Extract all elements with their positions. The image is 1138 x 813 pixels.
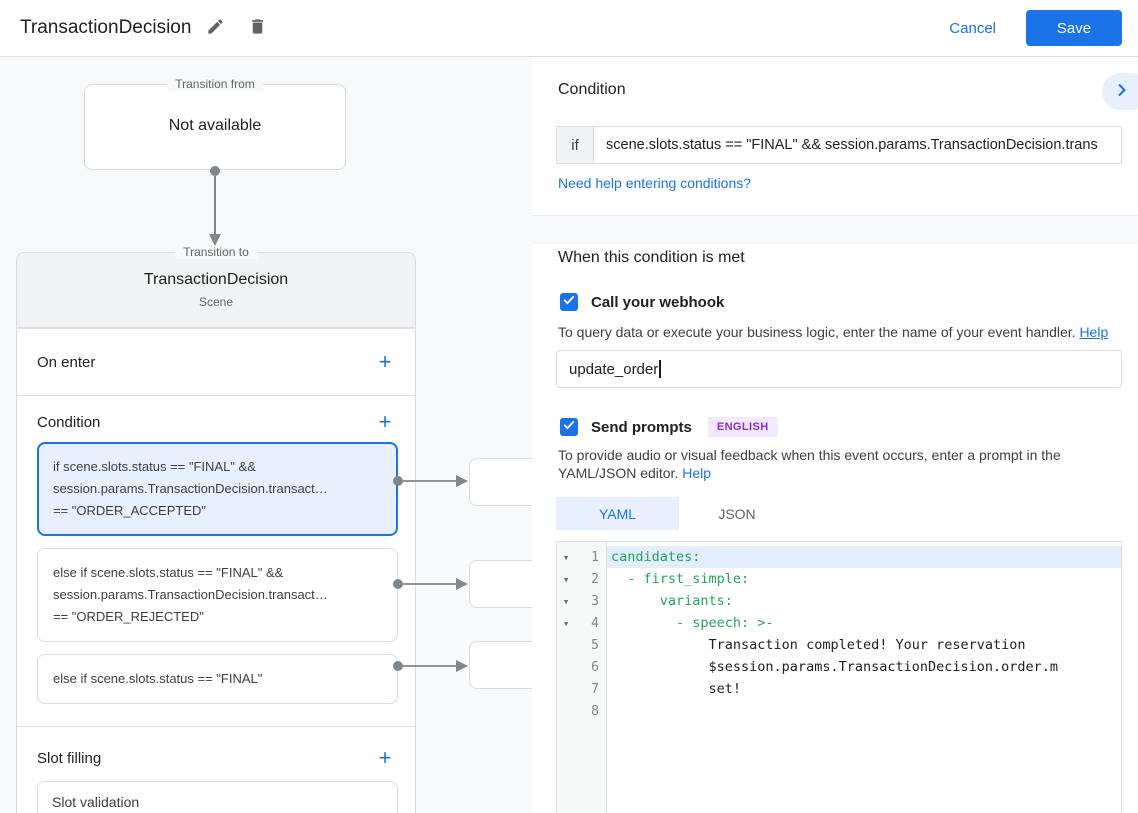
send-prompts-label: Send prompts	[591, 418, 692, 436]
condition-item-order-rejected[interactable]: else if scene.slots.status == "FINAL" &&…	[37, 548, 398, 642]
slot-filling-title: Slot filling	[37, 749, 102, 767]
scene-name: TransactionDecision	[143, 271, 289, 288]
condition-section: Condition + if scene.slots.status == "FI…	[17, 395, 415, 704]
top-bar: TransactionDecision Cancel Save	[0, 0, 1138, 57]
condition-section-title: Condition	[37, 413, 101, 431]
delete-scene-button[interactable]	[239, 10, 275, 46]
edit-scene-button[interactable]	[197, 10, 233, 46]
add-on-enter-button[interactable]: +	[369, 346, 401, 378]
call-webhook-label: Call your webhook	[591, 293, 725, 311]
editor-gutter: ▾ 1 ▾ 2 ▾ 3 ▾ 4 5 6 7 8	[557, 542, 607, 813]
fold-toggle-icon[interactable]: ▾	[562, 572, 570, 586]
conditions-help-link[interactable]: Need help entering conditions?	[558, 175, 752, 191]
code-line: Transaction completed! Your reservation	[611, 637, 1026, 653]
condition-item-final[interactable]: else if scene.slots.status == "FINAL"	[37, 654, 398, 704]
line-number: 4	[591, 615, 599, 631]
webhook-helper-text: To query data or execute your business l…	[558, 323, 1124, 341]
code-line: variants:	[611, 593, 733, 609]
add-condition-button[interactable]: +	[369, 406, 401, 438]
condition-editor-panel: Condition if scene.slots.status == "FINA…	[532, 57, 1138, 813]
line-number: 6	[591, 659, 599, 675]
scene-diagram-panel: Transition from Not available Transition…	[0, 57, 532, 813]
scene-card: Transition to TransactionDecision Scene …	[16, 245, 416, 813]
line-number: 3	[591, 593, 599, 609]
line-number: 1	[591, 549, 599, 565]
webhook-help-link[interactable]: Help	[1079, 324, 1109, 340]
send-prompts-checkbox[interactable]	[560, 418, 578, 436]
prompts-helper-text: To provide audio or visual feedback when…	[558, 446, 1114, 482]
condition-item-order-accepted[interactable]: if scene.slots.status == "FINAL" && sess…	[37, 442, 398, 536]
prompts-help-link[interactable]: Help	[682, 465, 712, 481]
code-line: - speech: >-	[611, 615, 774, 631]
pencil-icon	[206, 17, 225, 39]
call-webhook-checkbox[interactable]	[560, 293, 578, 311]
save-button[interactable]: Save	[1026, 10, 1122, 46]
line-number: 7	[591, 681, 599, 697]
fold-toggle-icon[interactable]: ▾	[562, 594, 570, 608]
page-title: TransactionDecision	[20, 17, 192, 38]
scene-type: Scene	[198, 295, 234, 309]
code-line	[607, 700, 1121, 722]
webhook-handler-input[interactable]: update_order	[556, 350, 1122, 388]
panel-title: Condition	[558, 81, 626, 98]
code-line: set!	[611, 681, 742, 697]
slot-validation-item[interactable]: Slot validation	[37, 781, 398, 813]
on-enter-section: On enter +	[17, 328, 415, 395]
condition-expression-field: if scene.slots.status == "FINAL" && sess…	[556, 126, 1122, 164]
webhook-helper-body: To query data or execute your business l…	[558, 324, 1080, 340]
when-condition-met-title: When this condition is met	[558, 249, 745, 266]
transition-target-node-2[interactable]	[469, 560, 532, 608]
collapse-panel-button[interactable]	[1102, 73, 1138, 110]
fold-toggle-icon[interactable]: ▾	[562, 616, 570, 630]
code-line: $session.params.TransactionDecision.orde…	[611, 659, 1059, 675]
transition-from-value: Not available	[168, 117, 262, 134]
tab-json[interactable]: JSON	[679, 497, 795, 530]
prompts-helper-body: To provide audio or visual feedback when…	[558, 447, 1061, 481]
trash-icon	[248, 17, 267, 39]
cancel-button[interactable]: Cancel	[949, 19, 996, 37]
scene-card-header: TransactionDecision Scene	[17, 253, 415, 328]
on-enter-title: On enter	[37, 353, 96, 371]
language-badge: ENGLISH	[707, 417, 778, 437]
editor-code-area[interactable]: candidates: - first_simple: variants: - …	[607, 542, 1121, 813]
transition-from-node: Transition from Not available	[84, 77, 346, 170]
transition-from-label: Transition from	[167, 77, 263, 91]
transition-to-label: Transition to	[175, 245, 257, 259]
text-cursor	[659, 360, 661, 378]
checkmark-icon	[562, 293, 576, 312]
checkmark-icon	[562, 418, 576, 437]
condition-expression-input[interactable]: scene.slots.status == "FINAL" && session…	[606, 137, 1098, 153]
section-divider-band	[532, 215, 1138, 244]
webhook-handler-value: update_order	[569, 360, 659, 378]
if-prefix-label: if	[557, 127, 594, 163]
yaml-code-editor[interactable]: ▾ 1 ▾ 2 ▾ 3 ▾ 4 5 6 7 8 candidates: - first_…	[556, 541, 1122, 813]
transition-target-node-1[interactable]	[469, 458, 532, 506]
line-number: 8	[591, 703, 599, 719]
tab-yaml[interactable]: YAML	[556, 497, 679, 530]
add-slot-button[interactable]: +	[369, 742, 401, 774]
line-number: 2	[591, 571, 599, 587]
code-line: candidates:	[607, 546, 1121, 568]
fold-toggle-icon[interactable]: ▾	[562, 550, 570, 564]
code-line: - first_simple:	[611, 571, 750, 587]
transition-target-node-3[interactable]	[469, 641, 532, 689]
line-number: 5	[591, 637, 599, 653]
chevron-right-icon	[1112, 80, 1132, 103]
editor-tabs: YAML JSON	[556, 497, 795, 530]
slot-filling-section: Slot filling + Slot validation	[17, 726, 415, 813]
